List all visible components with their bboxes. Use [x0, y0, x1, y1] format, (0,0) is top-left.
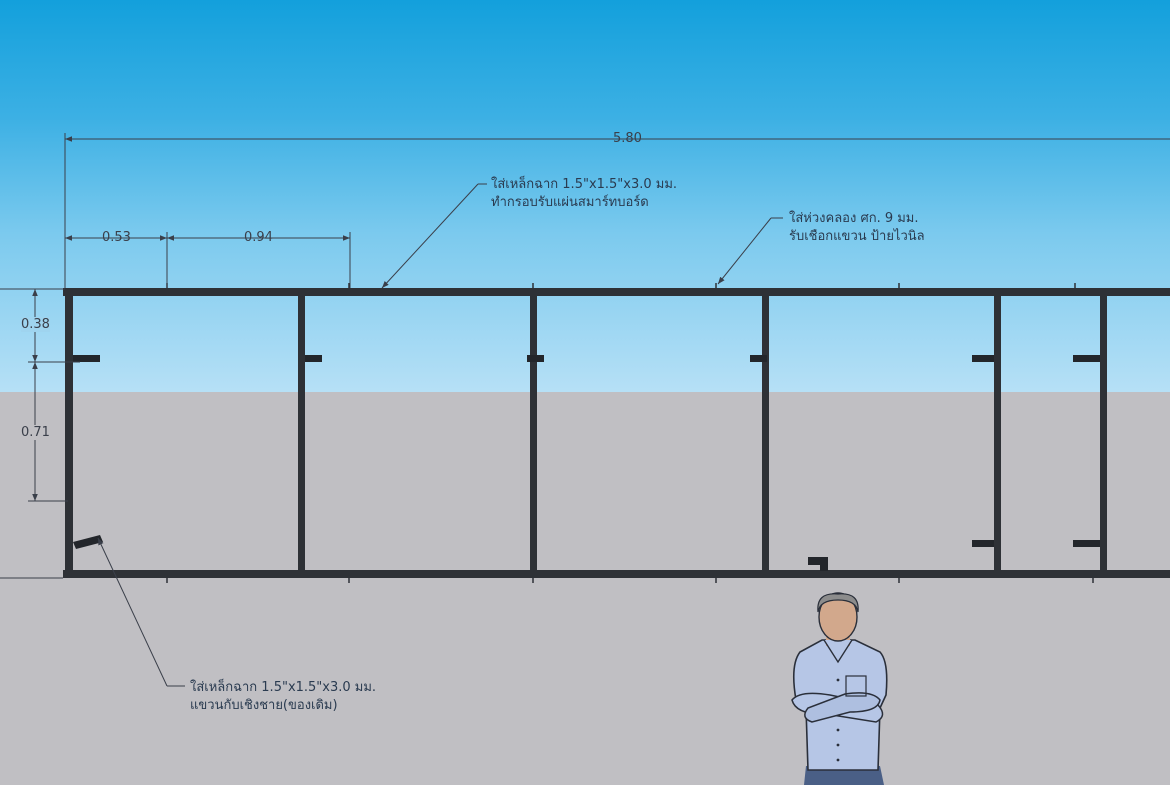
annotation-bracket-line1: ใส่เหล็กฉาก 1.5"x1.5"x3.0 มม.: [190, 680, 377, 695]
annotation-top-frame-line2: ทำกรอบรับแผ่นสมาร์ทบอร์ด: [491, 195, 649, 210]
post-2: [298, 296, 305, 571]
person-pocket: [845, 675, 867, 697]
dim-top-to-bracket: 0.38: [21, 317, 50, 332]
sky-background: [0, 0, 1170, 392]
post-3: [530, 296, 537, 571]
post-1: [65, 288, 73, 578]
top-rail: [63, 288, 1170, 296]
bracket: [73, 535, 103, 549]
annotation-bracket-line2: แขวนกับเชิงชาย(ของเดิม): [190, 698, 338, 713]
annotation-ring-line2: รับเชือกแขวน ป้ายไวนิล: [789, 229, 925, 244]
post-6: [1100, 296, 1107, 571]
upper-brackets: [73, 355, 1100, 362]
bracket: [820, 563, 828, 571]
post-4: [762, 296, 769, 571]
dim-total-width: 5.80: [613, 131, 642, 146]
annotation-bracket: ใส่เหล็กฉาก 1.5"x1.5"x3.0 มม. แขวนกับเชิ…: [190, 679, 376, 715]
person-figure: [791, 592, 888, 785]
leader-lines: [97, 183, 783, 687]
bracket: [73, 355, 100, 362]
ring-markers: [166, 283, 1094, 583]
person-hair: [817, 593, 859, 613]
bracket: [527, 355, 544, 362]
person-head: [818, 592, 858, 642]
post-5: [994, 296, 1001, 571]
bracket: [1073, 540, 1100, 547]
bracket: [808, 557, 828, 565]
bracket: [972, 540, 994, 547]
dim-spacing: 0.94: [244, 230, 273, 245]
annotation-top-frame: ใส่เหล็กฉาก 1.5"x1.5"x3.0 มม. ทำกรอบรับแ…: [491, 176, 677, 212]
steel-frame: [63, 288, 1170, 578]
lower-brackets: [73, 535, 1100, 571]
bracket: [305, 355, 322, 362]
bracket: [750, 355, 767, 362]
bracket: [1073, 355, 1100, 362]
dim-bracket-spacing: 0.71: [21, 425, 50, 440]
ground-background: [0, 392, 1170, 785]
bracket: [972, 355, 994, 362]
annotation-top-frame-line1: ใส่เหล็กฉาก 1.5"x1.5"x3.0 มม.: [491, 177, 678, 192]
annotation-ring-line1: ใส่ห่วงคลอง ศก. 9 มม.: [789, 211, 919, 226]
bottom-rail: [63, 570, 1170, 578]
dim-offset-first: 0.53: [102, 230, 131, 245]
annotation-ring: ใส่ห่วงคลอง ศก. 9 มม. รับเชือกแขวน ป้ายไ…: [789, 210, 925, 246]
